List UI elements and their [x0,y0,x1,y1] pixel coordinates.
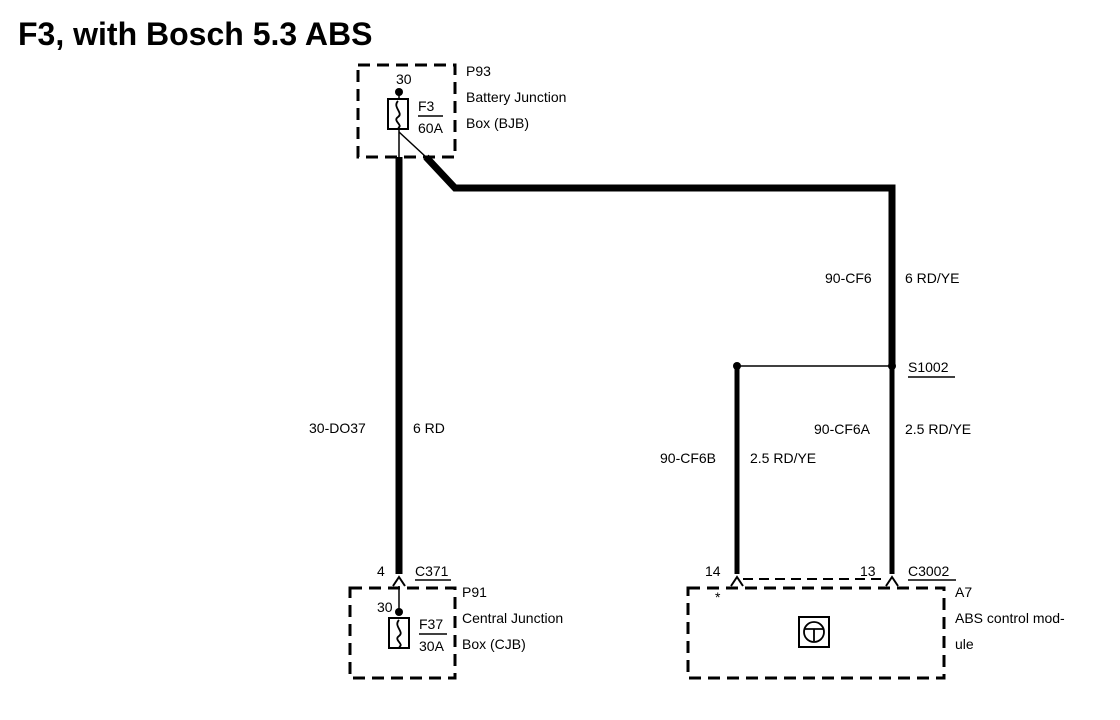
diagram-title: F3, with Bosch 5.3 ABS [18,16,372,52]
bjb-fuse-rating: 60A [418,120,444,136]
wire-cf6a-spec: 2.5 RD/YE [905,421,971,437]
bjb-pin-label: 30 [396,71,412,87]
fuse-icon [388,617,410,649]
connector-arrow-icon [392,575,406,587]
cjb-box [348,586,457,680]
bjb-fuse-id: F3 [418,98,435,114]
abs-name-line1: ABS control mod- [955,610,1065,626]
bjb-connector: P93 [466,63,491,79]
wire-cf6b-circuit: 90-CF6B [660,450,716,466]
splice-dot-right [888,362,896,370]
wire-cf6a-circuit: 90-CF6A [814,421,871,437]
c3002-connector: C3002 [908,563,949,579]
wire-cf6b-spec: 2.5 RD/YE [750,450,816,466]
cjb-name-line2: Box (CJB) [462,636,526,652]
cjb-connector: P91 [462,584,487,600]
splice-label: S1002 [908,359,949,375]
splice-dot-left [733,362,741,370]
c371-pin: 4 [377,563,385,579]
abs-name-line2: ule [955,636,974,652]
cjb-name-line1: Central Junction [462,610,563,626]
wire-cf6-spec: 6 RD/YE [905,270,959,286]
c3002-pin-left: 14 [705,563,721,579]
wire-cf6-circuit: 90-CF6 [825,270,872,286]
c3002-pin-right: 13 [860,563,876,579]
bjb-name-line1: Battery Junction [466,89,566,105]
fuse-icon [387,98,409,130]
cjb-pin-dot [395,608,403,616]
wire-do37-circuit: 30-DO37 [309,420,366,436]
abs-ref: A7 [955,584,972,600]
wire-do37-spec: 6 RD [413,420,445,436]
connector-arrow-icon [730,575,899,587]
bjb-internal-link [398,131,427,158]
c371-connector: C371 [415,563,449,579]
cjb-fuse-rating: 30A [419,638,445,654]
abs-module-box [686,586,946,680]
abs-marker: * [715,589,721,605]
abs-module-icon [798,616,830,648]
bjb-name-line2: Box (BJB) [466,115,529,131]
bjb-box [356,63,457,159]
cjb-fuse-id: F37 [419,616,443,632]
wire-90-cf6 [423,154,896,366]
cjb-pin-label: 30 [377,599,393,615]
